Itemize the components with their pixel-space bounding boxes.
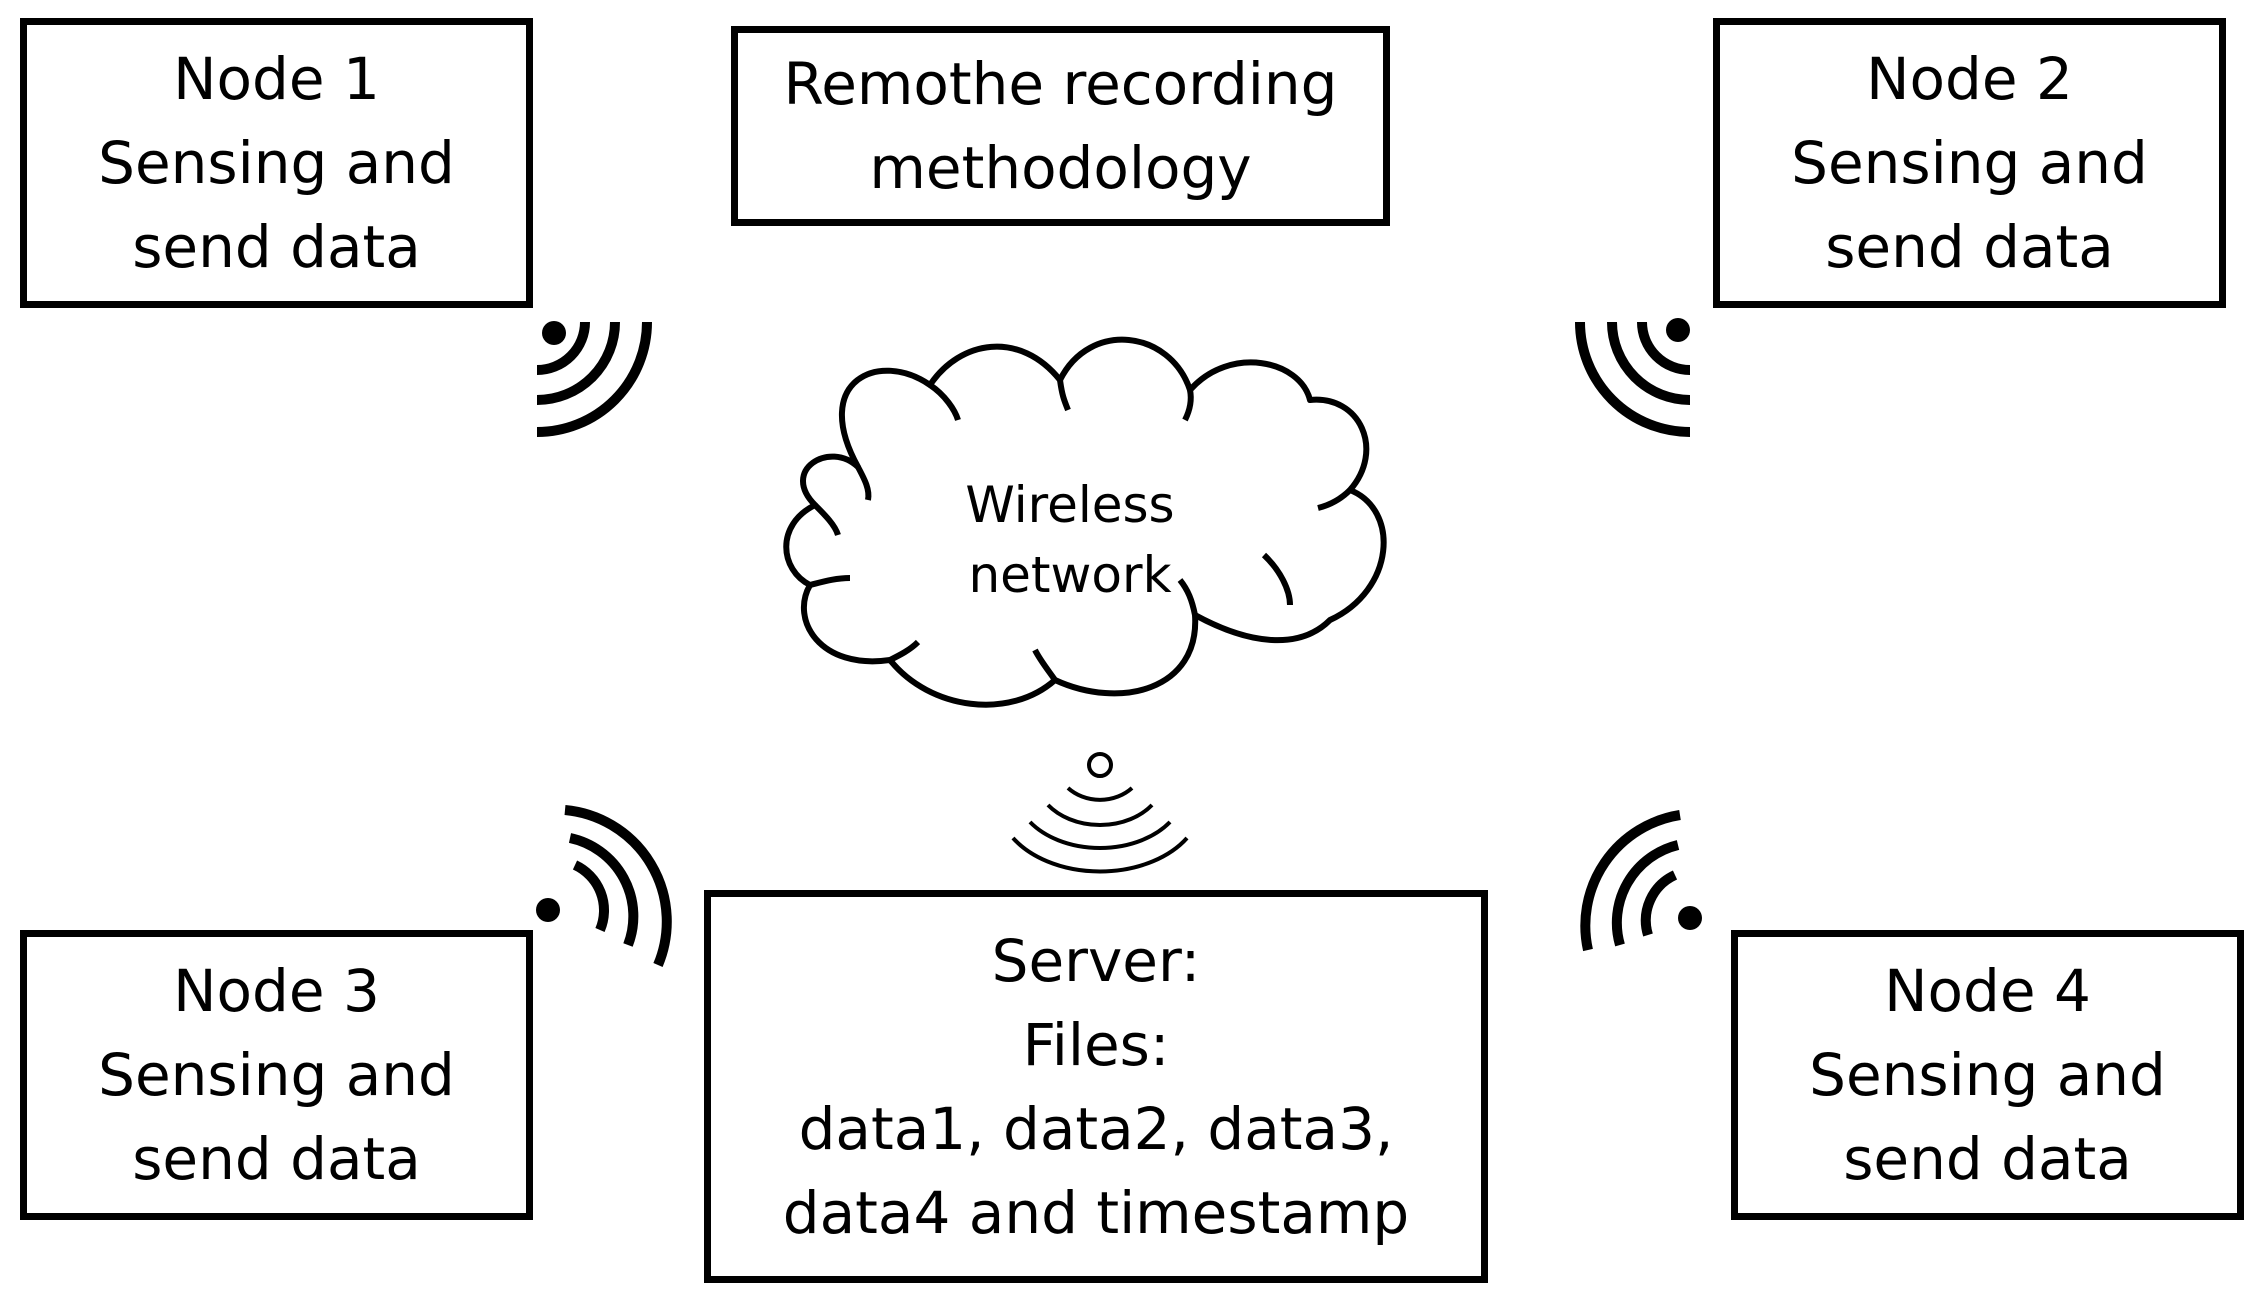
node-4-title: Node 4 — [1884, 957, 2091, 1025]
server-files-line2: data4 and timestamp — [782, 1178, 1410, 1247]
wireless-signal-icon — [536, 321, 652, 437]
node-1-box: Node 1 Sensing and send data — [20, 18, 533, 308]
node-3-desc-line1: Sensing and — [98, 1041, 455, 1109]
cloud-bump-11 — [809, 575, 851, 588]
diagram-title-line1: Remothe recording — [783, 50, 1338, 118]
cloud-bump-1 — [855, 465, 872, 501]
cloud-bump-2 — [928, 382, 961, 422]
wireless-signal-icon — [536, 805, 672, 967]
cloud-shape — [783, 336, 1387, 708]
cloud-bump-9 — [888, 639, 921, 663]
cloud-bump-4 — [1182, 389, 1194, 422]
node-3-desc-line2: send data — [132, 1125, 421, 1193]
server-box: Server: Files: data1, data2, data3, data… — [704, 890, 1488, 1283]
node-2-box: Node 2 Sensing and send data — [1713, 18, 2226, 308]
node-3-title: Node 3 — [173, 957, 380, 1025]
node-4-desc-line1: Sensing and — [1809, 1041, 2166, 1109]
node-1-title: Node 1 — [173, 45, 380, 113]
node-1-desc-line2: send data — [132, 213, 421, 281]
cloud-label-line2: network — [968, 546, 1172, 604]
cloud-label-line1: Wireless — [965, 476, 1175, 534]
node-4-desc-line2: send data — [1843, 1125, 2132, 1193]
cloud-bump-7 — [1177, 578, 1198, 616]
server-files-label: Files: — [1022, 1010, 1170, 1079]
cloud-label: Wireless network — [890, 470, 1250, 610]
node-3-box: Node 3 Sensing and send data — [20, 930, 533, 1220]
cloud-bump-5 — [1317, 487, 1353, 511]
cloud-bump-8 — [1032, 648, 1058, 682]
cloud-bump-6 — [1261, 552, 1293, 606]
cloud-bump-10 — [812, 502, 841, 537]
diagram-title-line2: methodology — [869, 134, 1252, 202]
node-2-desc-line1: Sensing and — [1791, 129, 2148, 197]
server-files-line1: data1, data2, data3, — [798, 1094, 1394, 1163]
node-1-desc-line1: Sensing and — [98, 129, 455, 197]
diagram-title-box: Remothe recording methodology — [731, 26, 1390, 226]
antenna-signal-icon — [1011, 752, 1189, 874]
wireless-signal-icon — [1575, 318, 1691, 437]
wireless-signal-icon — [1580, 810, 1702, 952]
server-title: Server: — [991, 926, 1201, 995]
node-2-title: Node 2 — [1866, 45, 2073, 113]
cloud-bump-3 — [1057, 379, 1071, 412]
node-4-box: Node 4 Sensing and send data — [1731, 930, 2244, 1220]
node-2-desc-line2: send data — [1825, 213, 2114, 281]
